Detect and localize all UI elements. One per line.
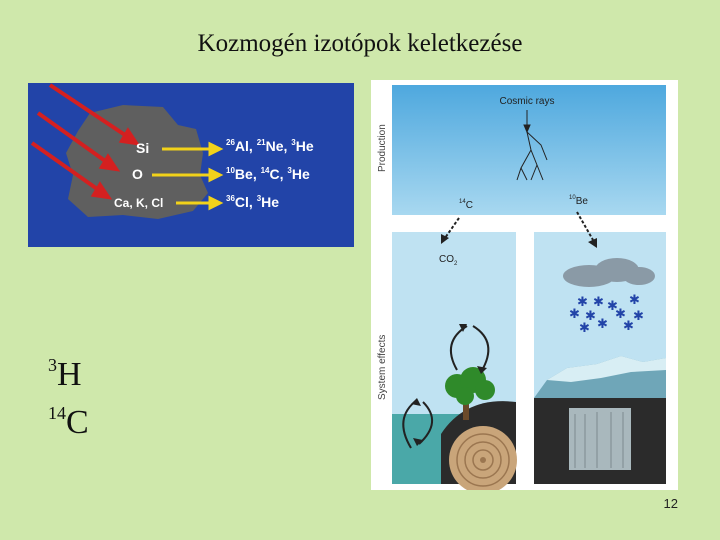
svg-text:✱: ✱ [633,309,644,324]
target-si: Si [136,140,149,156]
svg-text:✱: ✱ [593,295,604,310]
svg-text:✱: ✱ [569,307,580,322]
isotope-tritium: 3H [48,354,82,393]
production-label: Production [377,124,388,172]
snowflakes: ✱✱✱✱ ✱✱✱✱ ✱✱✱ [569,293,644,336]
svg-text:✱: ✱ [579,321,590,336]
ice-core [569,408,631,470]
products-o: 10Be, 14C, 3He [226,166,310,182]
arrow-head [208,167,224,183]
svg-text:✱: ✱ [623,319,634,334]
slide-number: 12 [663,496,678,511]
production-panel [392,85,666,215]
spallation-figure: Si O Ca, K, Cl 26Al, 21Ne, 3He 10Be, 14C… [28,83,354,247]
cosmic-ray-arrow [36,111,110,165]
cosmic-ray-arrows [30,83,141,200]
tree-trunk [463,402,469,420]
cosmogenic-cycle-figure: Production Cosmic rays 14C 10Be System e… [371,80,678,490]
products-cakcl: 36Cl, 3He [226,194,279,210]
cosmic-ray-shower [516,110,548,181]
cycle-arrowheads [411,324,487,446]
glacier-snow [547,356,666,382]
target-cakcl: Ca, K, Cl [114,196,163,210]
svg-text:✱: ✱ [615,307,626,322]
svg-text:✱: ✱ [585,309,596,324]
cosmic-ray-arrow [48,83,130,139]
c14-label: 14C [459,199,473,211]
target-o: O [132,166,143,182]
arrow-head [208,141,224,157]
dashed-arrows [441,211,597,248]
arrow-head [208,195,224,211]
system-effects-label: System effects [377,335,388,400]
slide-title: Kozmogén izotópok keletkezése [197,30,523,57]
be10-label: 10Be [569,195,588,207]
products-si: 26Al, 21Ne, 3He [226,138,314,154]
svg-text:✱: ✱ [607,299,618,314]
cosmic-rays-label: Cosmic rays [499,96,554,107]
arrow-head [90,181,113,200]
cloud [563,258,655,287]
isotope-carbon14: 14C [48,402,89,441]
svg-text:✱: ✱ [629,293,640,308]
tree-rings [449,426,517,490]
cosmic-ray-arrow [30,141,102,193]
arrow-head [118,127,141,146]
tree-canopy [445,367,495,405]
svg-text:✱: ✱ [597,317,608,332]
product-arrows [152,141,224,211]
co2-label: CO2 [439,254,458,267]
svg-text:✱: ✱ [577,295,588,310]
arrow-head [98,153,121,172]
ice-core-layers [574,412,624,468]
